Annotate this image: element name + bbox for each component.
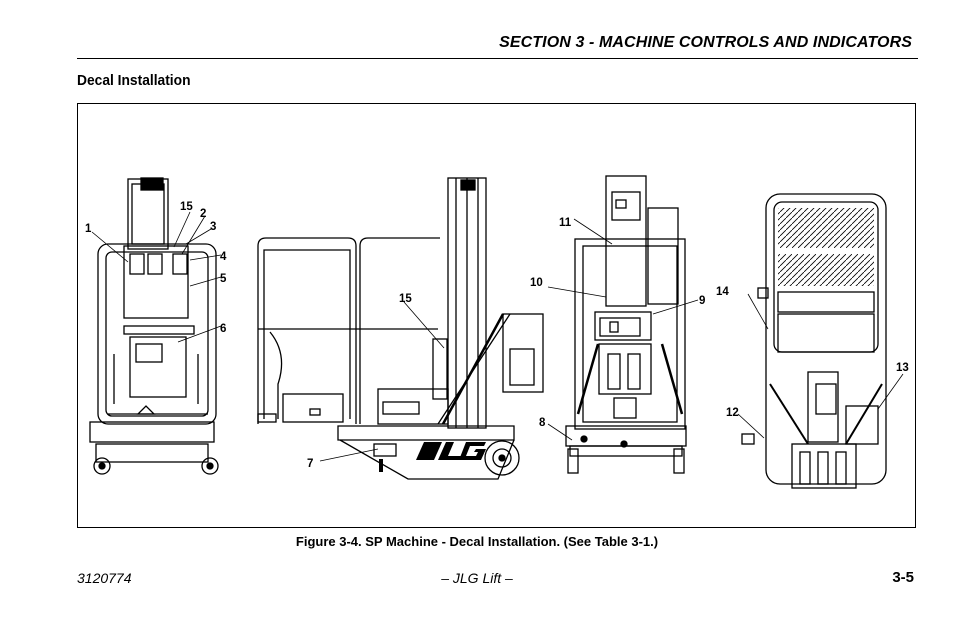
callout-15-rear: 15 [180,201,193,213]
callout-7: 7 [307,458,313,470]
figure-frame: 1 15 2 3 4 5 6 15 7 11 10 9 8 14 12 13 [77,103,916,528]
callout-10: 10 [530,277,543,289]
front-view-drawing [565,175,687,474]
callout-5: 5 [220,273,227,285]
callout-13: 13 [896,362,909,374]
callout-1: 1 [85,223,92,235]
callout-12: 12 [726,407,739,419]
callout-8: 8 [539,417,546,429]
page-number: 3-5 [892,569,914,586]
section-title: SECTION 3 - MACHINE CONTROLS AND INDICAT… [499,34,912,51]
callout-11: 11 [559,217,572,229]
callout-6: 6 [220,323,226,335]
callout-4: 4 [220,251,227,263]
callout-2: 2 [200,208,206,220]
footer-brand: – JLG Lift – [441,570,513,586]
jlg-logo [416,442,486,460]
callout-3: 3 [210,221,216,233]
figure-caption: Figure 3-4. SP Machine - Decal Installat… [295,534,659,549]
leader-lines [91,211,904,462]
machine-drawing: 1 15 2 3 4 5 6 15 7 11 10 9 8 14 12 13 [85,175,909,489]
top-view-drawing [741,193,887,489]
side-view-drawing [257,177,544,480]
sub-heading: Decal Installation [77,72,191,89]
callout-14: 14 [716,286,729,298]
header-rule [77,58,918,59]
document-number: 3120774 [77,570,132,586]
callout-15-side: 15 [399,293,412,305]
rear-view-drawing [89,177,219,475]
callout-9: 9 [699,295,705,307]
